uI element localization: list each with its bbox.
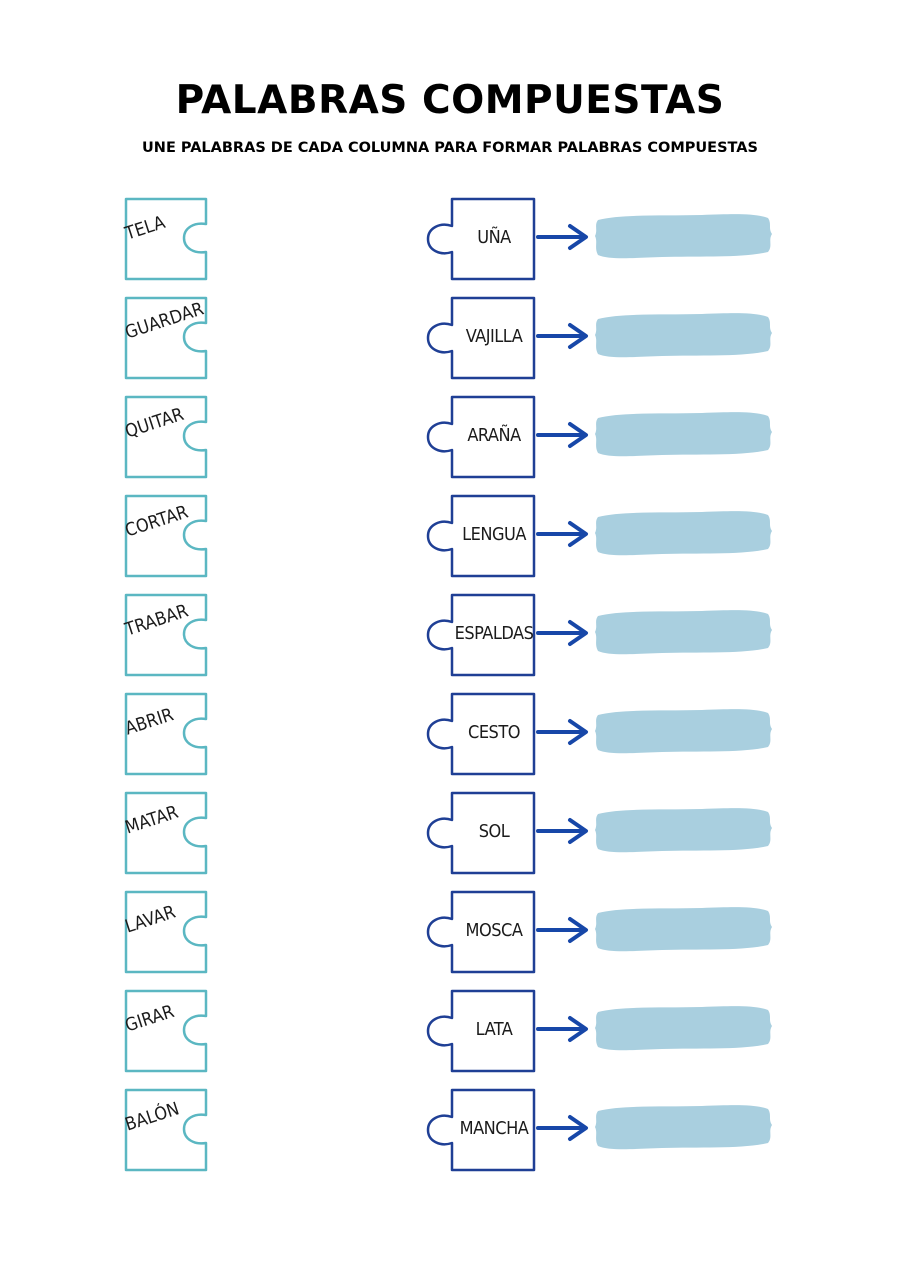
arrow-right-icon xyxy=(536,521,588,547)
right-puzzle-piece xyxy=(426,395,536,479)
answer-field[interactable] xyxy=(592,804,774,856)
left-puzzle-piece xyxy=(124,791,208,875)
answer-field[interactable] xyxy=(592,1002,774,1054)
left-puzzle-piece xyxy=(124,1088,208,1172)
page-title: PALABRAS COMPUESTAS xyxy=(175,78,725,123)
arrow-right-icon xyxy=(536,719,588,745)
arrow-right-icon xyxy=(536,323,588,349)
arrow-right-icon xyxy=(536,917,588,943)
left-puzzle-piece xyxy=(124,692,208,776)
right-word: UÑA xyxy=(477,227,511,248)
left-puzzle-piece xyxy=(124,395,208,479)
answer-field[interactable] xyxy=(592,210,774,262)
answer-field[interactable] xyxy=(592,705,774,757)
answer-field[interactable] xyxy=(592,309,774,361)
right-word: VAJILLA xyxy=(465,326,523,347)
arrow-right-icon xyxy=(536,818,588,844)
instruction-text: UNE PALABRAS DE CADA COLUMNA PARA FORMAR… xyxy=(142,140,758,156)
right-word: LATA xyxy=(475,1019,513,1040)
arrow-right-icon xyxy=(536,1115,588,1141)
right-puzzle-piece xyxy=(426,296,536,380)
left-puzzle-piece xyxy=(124,296,208,380)
left-puzzle-piece xyxy=(124,494,208,578)
right-puzzle-piece xyxy=(426,692,536,776)
right-puzzle-piece xyxy=(426,791,536,875)
right-word: SOL xyxy=(478,821,510,842)
arrow-right-icon xyxy=(536,422,588,448)
answer-field[interactable] xyxy=(592,903,774,955)
left-puzzle-piece xyxy=(124,197,208,281)
right-puzzle-piece xyxy=(426,890,536,974)
right-puzzle-piece xyxy=(426,989,536,1073)
answer-field[interactable] xyxy=(592,507,774,559)
right-word: ARAÑA xyxy=(467,425,521,446)
right-puzzle-piece xyxy=(426,1088,536,1172)
left-puzzle-piece xyxy=(124,593,208,677)
right-word: MANCHA xyxy=(459,1118,529,1139)
right-word: LENGUA xyxy=(462,524,526,545)
arrow-right-icon xyxy=(536,224,588,250)
arrow-right-icon xyxy=(536,620,588,646)
arrow-right-icon xyxy=(536,1016,588,1042)
left-puzzle-piece xyxy=(124,989,208,1073)
right-puzzle-piece xyxy=(426,593,536,677)
right-puzzle-piece xyxy=(426,197,536,281)
answer-field[interactable] xyxy=(592,408,774,460)
right-word: CESTO xyxy=(468,722,520,743)
answer-field[interactable] xyxy=(592,1101,774,1153)
answer-field[interactable] xyxy=(592,606,774,658)
left-puzzle-piece xyxy=(124,890,208,974)
right-word: MOSCA xyxy=(465,920,523,941)
right-puzzle-piece xyxy=(426,494,536,578)
right-word: ESPALDAS xyxy=(454,623,534,644)
